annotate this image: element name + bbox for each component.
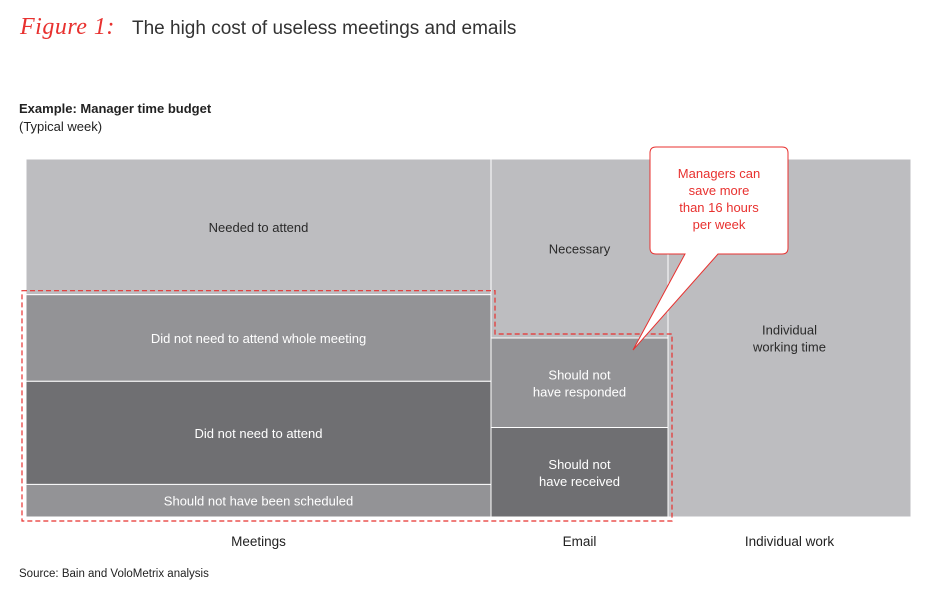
category-label-0: Meetings	[231, 534, 286, 549]
segment-0-1	[25, 294, 492, 382]
segment-label-1-0: Necessary	[549, 242, 611, 257]
wasted-time-outline	[21, 290, 673, 522]
callout-bubble	[632, 146, 789, 351]
segment-label-0-3: Should not have been scheduled	[164, 494, 353, 509]
segment-label-0-0: Needed to attend	[209, 220, 309, 235]
chart-subtitle-note: (Typical week)	[19, 119, 103, 134]
segment-1-2	[490, 427, 669, 518]
category-label-2: Individual work	[745, 534, 835, 549]
category-label-1: Email	[563, 534, 597, 549]
segment-1-1	[490, 337, 669, 428]
segment-label-0-1: Did not need to attend whole meeting	[151, 331, 366, 346]
segment-0-2	[25, 380, 492, 485]
chart-subtitle: Example: Manager time budget	[19, 101, 212, 116]
segment-label-0-2: Did not need to attend	[195, 426, 323, 441]
segment-0-0	[25, 158, 492, 296]
figure-label: Figure 1:	[20, 14, 115, 40]
source-note: Source: Bain and VoloMetrix analysis	[19, 568, 209, 580]
chart-title: The high cost of useless meetings and em…	[132, 18, 517, 39]
